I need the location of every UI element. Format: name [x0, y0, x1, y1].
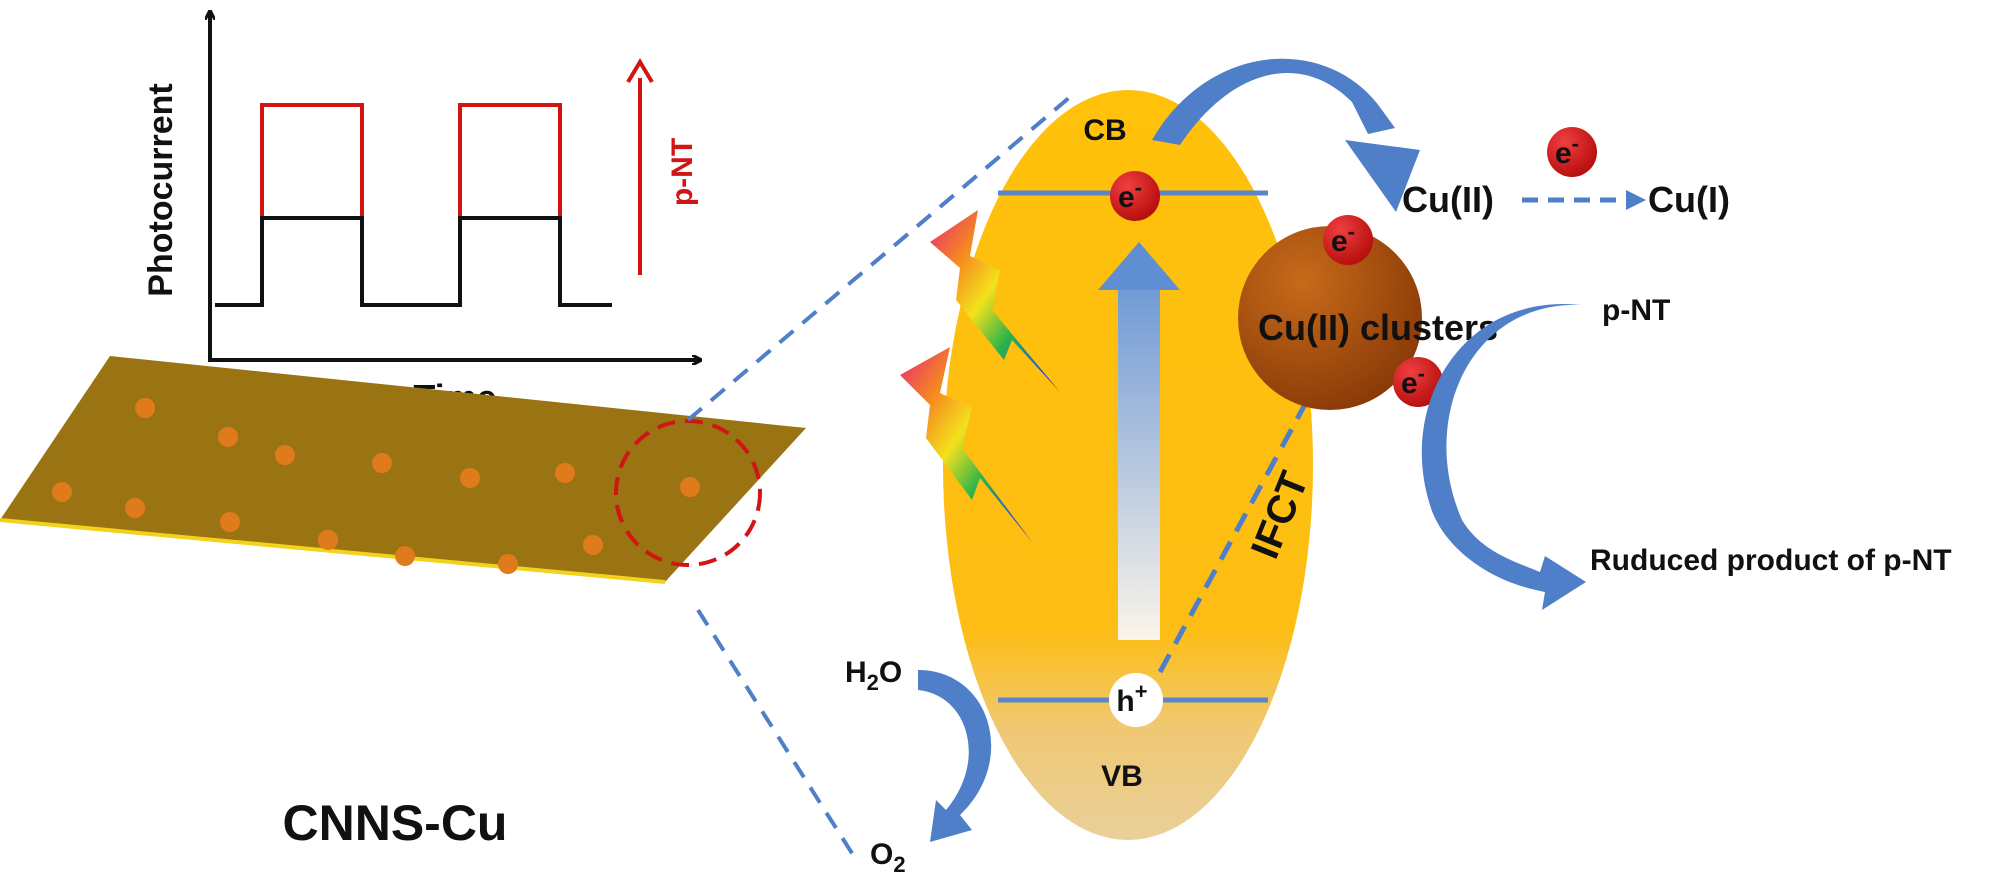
svg-text:e-: e-	[1401, 361, 1425, 400]
photocurrent-graph: Photocurrent Time p-NT	[142, 12, 700, 418]
cu1-label: Cu(I)	[1648, 179, 1730, 220]
cu-dot	[583, 535, 603, 555]
cu-dot	[135, 398, 155, 418]
excitation-arrow-head	[1098, 242, 1180, 290]
cu-dot	[318, 530, 338, 550]
hole-symbol: h	[1116, 685, 1134, 718]
redox-electron: e-	[1547, 127, 1597, 177]
svg-text:h+: h+	[1116, 679, 1147, 718]
lightning-bolt-icon	[930, 210, 1060, 392]
zoom-line-bottom	[696, 608, 857, 860]
excitation-arrow-shaft	[1118, 285, 1160, 640]
h-subscript: 2	[867, 670, 879, 695]
electron-symbol: e	[1118, 181, 1135, 214]
cu-dot	[220, 512, 240, 532]
electron-charge: -	[1135, 175, 1142, 200]
hole-charge: +	[1135, 679, 1148, 704]
cu-dot	[460, 468, 480, 488]
svg-text:e-: e-	[1118, 175, 1142, 214]
svg-text:e-: e-	[1555, 131, 1579, 170]
cu-dot	[372, 453, 392, 473]
band-structure: CB VB IFCT	[943, 90, 1334, 840]
sheet-label: CNNS-Cu	[283, 795, 508, 851]
svg-text:H2O: H2O	[845, 656, 902, 695]
red-photocurrent-trace	[260, 103, 364, 218]
vb-hole: h+	[1109, 673, 1163, 727]
cb-label: CB	[1083, 114, 1126, 147]
cu-dot	[52, 482, 72, 502]
cu2-label: Cu(II)	[1402, 179, 1494, 220]
sheet-body	[0, 356, 806, 582]
cu-cluster: Cu(II) clusters e- e-	[1238, 215, 1498, 410]
pnt-arrow-label: p-NT	[666, 138, 699, 206]
cu-dot	[498, 554, 518, 574]
cluster-electron-right: e-	[1393, 357, 1443, 407]
pnt-reduction: p-NT Ruduced product of p-NT	[1421, 294, 1952, 610]
cu-dot	[555, 463, 575, 483]
cu-dot	[275, 445, 295, 465]
sheet-edge	[0, 518, 666, 584]
lightning-bolt-icon	[900, 347, 1032, 542]
black-photocurrent-trace	[215, 216, 612, 307]
pnt-product-label: Ruduced product of p-NT	[1590, 544, 1952, 577]
cu-dot	[125, 498, 145, 518]
water-curved-arrow	[918, 670, 992, 842]
water-oxidation: H2O O2	[845, 656, 992, 877]
cu-dot	[395, 546, 415, 566]
cu-dots	[52, 398, 700, 574]
cluster-label: Cu(II) clusters	[1258, 307, 1498, 348]
o-symbol: O	[879, 656, 902, 689]
vb-label: VB	[1101, 760, 1143, 793]
pnt-up-arrow	[626, 58, 654, 275]
y-axis-label: Photocurrent	[142, 83, 180, 296]
transfer-arrow	[1152, 58, 1420, 212]
cu-dot	[218, 427, 238, 447]
cu-dot	[680, 477, 700, 497]
svg-text:e-: e-	[1331, 219, 1355, 258]
pnt-curved-arrow	[1421, 303, 1586, 610]
pnt-label: p-NT	[1602, 294, 1670, 327]
o2-symbol: O	[870, 838, 893, 871]
cluster-sphere	[1238, 226, 1422, 410]
zoom-line-top	[686, 95, 1072, 422]
cnns-cu-sheet: CNNS-Cu	[0, 356, 806, 851]
h-symbol: H	[845, 656, 867, 689]
red-photocurrent-trace-2	[458, 103, 562, 218]
zoom-lines	[686, 95, 1072, 860]
o2-subscript: 2	[893, 852, 905, 877]
redox-arrow-head	[1626, 190, 1646, 210]
light-bolts	[900, 210, 1060, 542]
zoom-region-circle	[614, 419, 762, 567]
svg-text:O2: O2	[870, 838, 906, 877]
excitation-arrow	[1098, 242, 1180, 640]
cu-reduction: e- Cu(II) Cu(I)	[1402, 127, 1730, 220]
cb-electron: e-	[1110, 171, 1160, 221]
cluster-electron-top: e-	[1323, 215, 1373, 265]
